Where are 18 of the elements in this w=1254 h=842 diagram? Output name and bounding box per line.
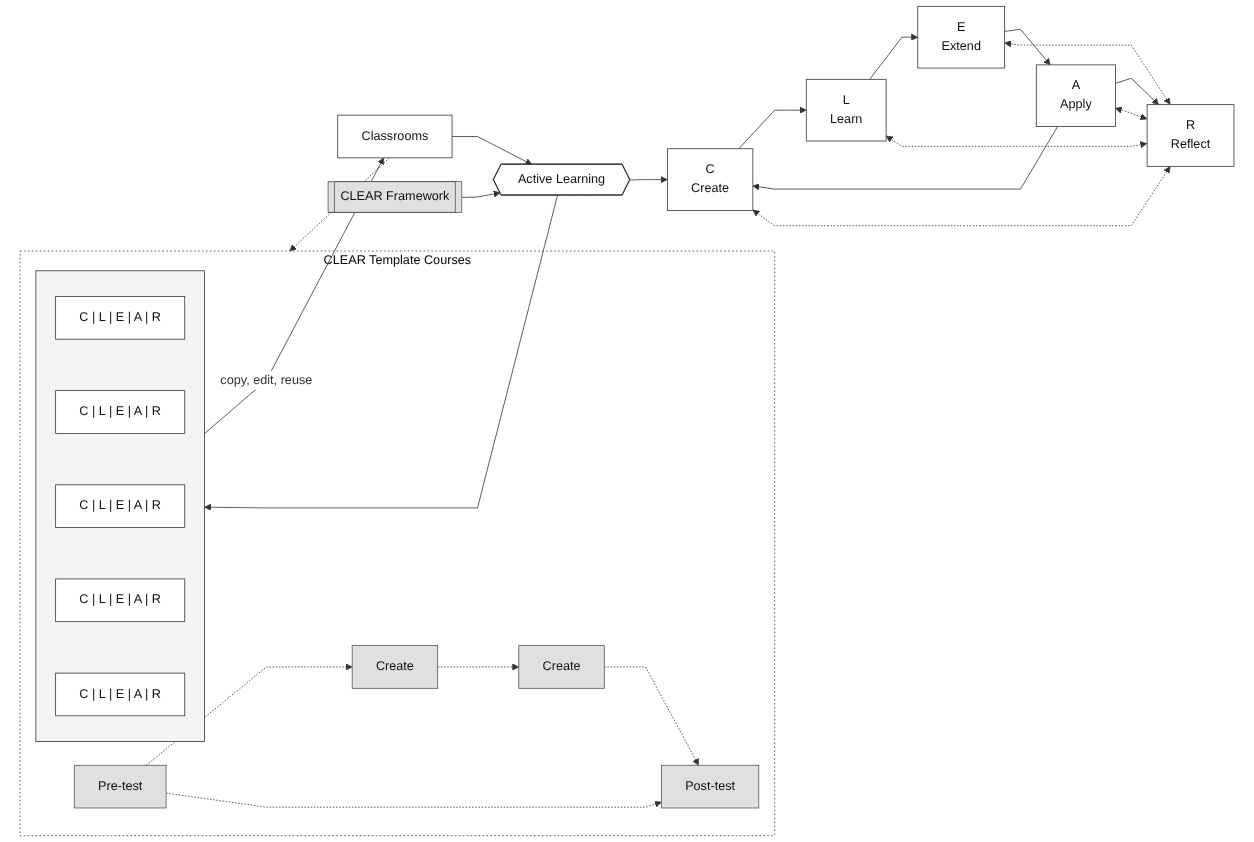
node-box	[1035, 64, 1116, 127]
node-box	[73, 764, 167, 809]
node-box	[337, 114, 453, 159]
node-box	[518, 645, 605, 689]
node-box	[55, 390, 186, 434]
node-box	[661, 764, 760, 809]
node-box	[666, 148, 754, 211]
node-box	[805, 78, 887, 142]
cluster	[19, 250, 776, 837]
cluster	[35, 270, 205, 742]
node-box	[351, 645, 439, 689]
node-box	[917, 5, 1006, 69]
node-box	[55, 578, 186, 623]
arrow	[1115, 106, 1148, 121]
node-box	[1146, 104, 1235, 167]
node-box	[55, 484, 186, 528]
node-box	[55, 672, 186, 717]
node-box	[55, 296, 186, 340]
